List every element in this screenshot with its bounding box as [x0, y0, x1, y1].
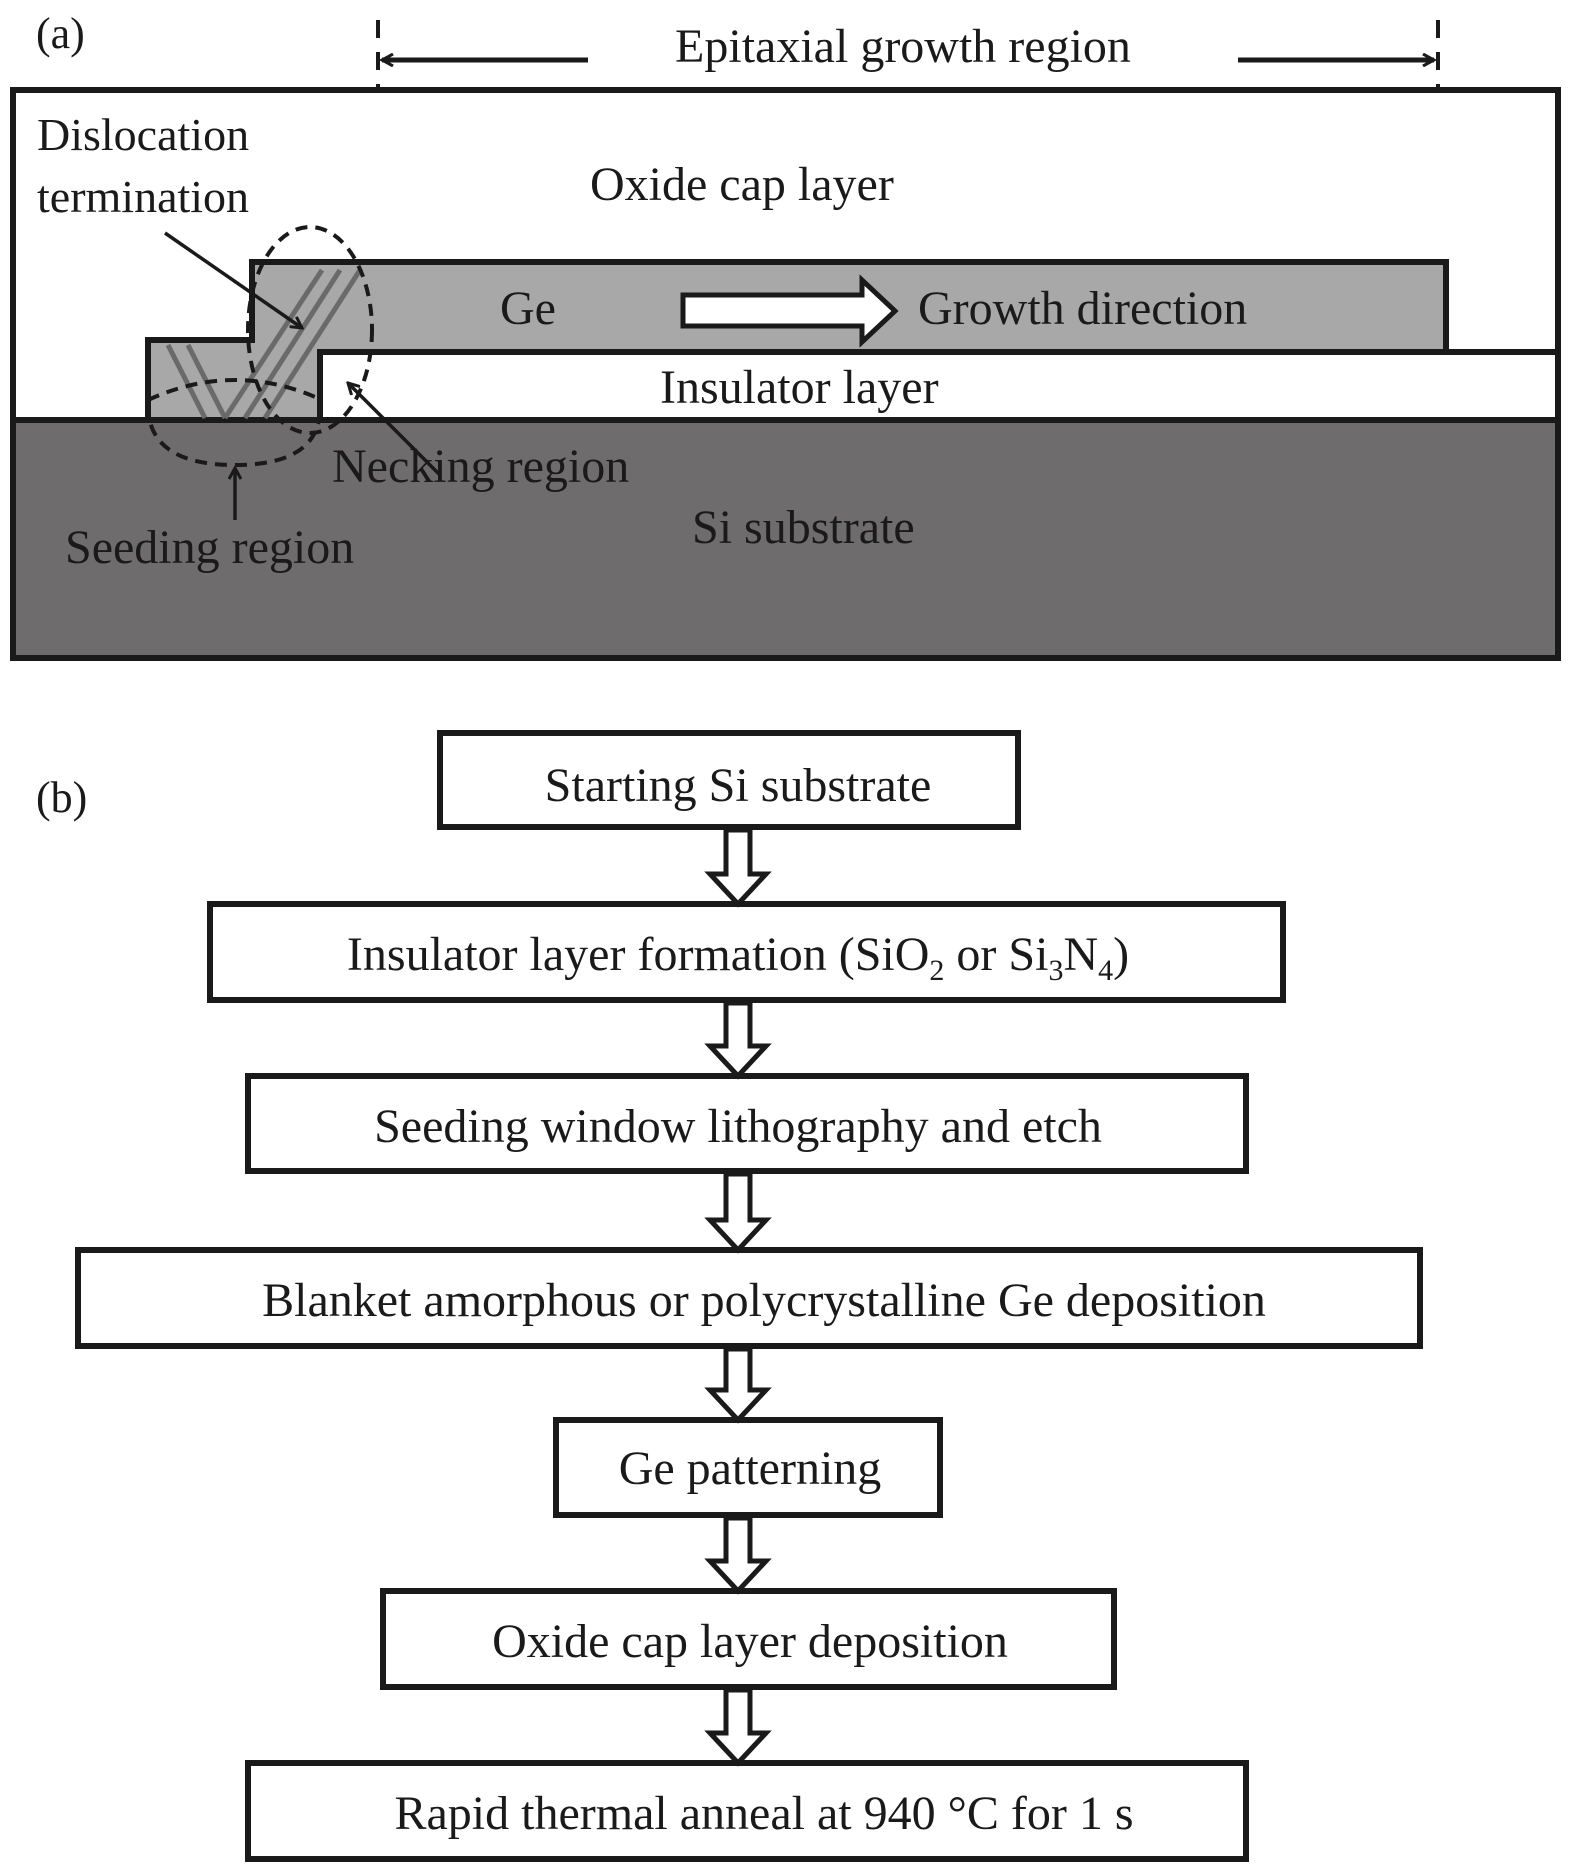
ge-layer	[145, 259, 1449, 423]
flow-arrows	[704, 827, 772, 1767]
flow-step-1-text: Starting Si substrate	[545, 759, 932, 812]
dislocation-lines	[165, 268, 363, 420]
insulator-label: Insulator layer	[660, 361, 939, 414]
dislocation-pointer-arrow-icon	[164, 231, 302, 328]
panel-b-label: (b)	[36, 773, 87, 822]
si-substrate-label: Si substrate	[692, 501, 915, 554]
flow-step-box	[553, 1417, 943, 1518]
insulator-layer	[317, 349, 1561, 423]
seeding-region-outline-top	[147, 378, 323, 402]
necking-label: Necking region	[332, 440, 629, 493]
down-arrow-icon	[704, 1171, 772, 1254]
seeding-region-outline	[146, 404, 323, 468]
flow-step-7-text: Rapid thermal anneal at 940 °C for 1 s	[394, 1787, 1133, 1840]
flow-step-box	[245, 1073, 1249, 1174]
necking-pointer-arrow-icon	[348, 383, 442, 477]
flow-step-5-text: Ge patterning	[619, 1442, 882, 1495]
flow-step-4-text: Blanket amorphous or polycrystalline Ge …	[262, 1274, 1266, 1327]
oxide-cap-label: Oxide cap layer	[590, 158, 894, 211]
down-arrow-icon	[704, 1000, 772, 1080]
flow-step-2-text: Insulator layer formation (SiO2 or Si3N4…	[347, 928, 1129, 987]
flow-step-6-text: Oxide cap layer deposition	[492, 1615, 1008, 1668]
epitaxial-label: Epitaxial growth region	[675, 20, 1131, 73]
flow-step-box	[380, 1588, 1117, 1690]
growth-direction-arrow-icon	[680, 274, 899, 348]
panel-b: (b) Starting Si substrate Insulator laye…	[36, 730, 1423, 1862]
flow-step-box	[75, 1247, 1423, 1349]
flow-step-box	[207, 901, 1286, 1003]
dislocation-label-line2: termination	[37, 171, 249, 222]
dislocation-label-line1: Dislocation	[37, 109, 249, 160]
necking-region-ellipse	[246, 225, 374, 435]
flow-step-box	[437, 730, 1021, 830]
flow-step-3-text: Seeding window lithography and etch	[374, 1100, 1102, 1153]
down-arrow-icon	[704, 1687, 772, 1767]
down-arrow-icon	[704, 1346, 772, 1424]
panel-a: (a) Epitaxial growth region	[10, 9, 1561, 661]
down-arrow-icon	[704, 827, 772, 908]
growth-direction-label: Growth direction	[918, 282, 1247, 335]
panel-a-label: (a)	[36, 9, 85, 58]
ge-label: Ge	[500, 282, 556, 335]
seeding-label: Seeding region	[65, 521, 354, 574]
flow-step-box	[245, 1760, 1249, 1862]
down-arrow-icon	[704, 1515, 772, 1595]
